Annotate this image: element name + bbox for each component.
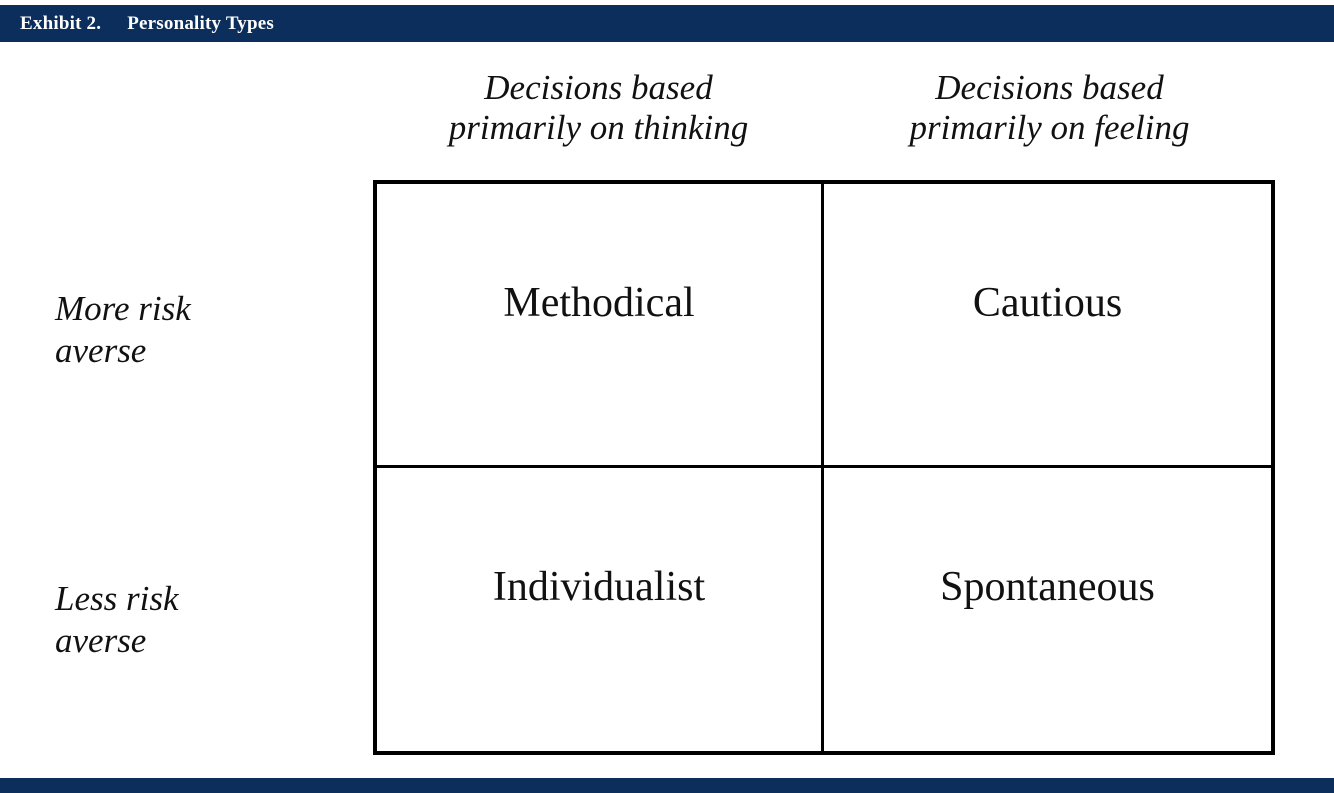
personality-matrix: Methodical Cautious Individualist Sponta… — [373, 180, 1275, 755]
row-header-more-risk-averse: More risk averse — [55, 288, 365, 372]
matrix-cell-methodical-label: Methodical — [503, 280, 695, 326]
column-header-thinking-line1: Decisions based — [484, 68, 713, 107]
matrix-cell-individualist: Individualist — [377, 467, 824, 751]
exhibit-banner-content: Exhibit 2. Personality Types — [0, 13, 274, 35]
matrix-cell-cautious: Cautious — [824, 184, 1271, 468]
column-header-feeling-line2: primarily on feeling — [909, 108, 1190, 148]
column-header-feeling: Decisions based primarily on feeling — [824, 68, 1275, 176]
matrix-cell-spontaneous: Spontaneous — [824, 468, 1271, 752]
column-header-thinking: Decisions based primarily on thinking — [373, 68, 824, 176]
column-header-feeling-line1: Decisions based — [935, 68, 1164, 107]
column-header-thinking-line2: primarily on thinking — [448, 108, 749, 148]
matrix-cell-individualist-label: Individualist — [492, 563, 706, 610]
row-header-more-risk-averse-line2: averse — [55, 331, 147, 370]
footer-rule — [0, 778, 1334, 793]
exhibit-title: Personality Types — [127, 12, 274, 34]
row-header-more-risk-averse-line1: More risk — [55, 289, 191, 328]
exhibit-banner: Exhibit 2. Personality Types — [0, 5, 1334, 42]
matrix-cell-methodical: Methodical — [377, 184, 824, 468]
matrix-cell-spontaneous-label: Spontaneous — [940, 563, 1155, 610]
row-header-less-risk-averse: Less risk averse — [55, 578, 365, 662]
matrix-cell-cautious-label: Cautious — [972, 280, 1123, 326]
row-header-less-risk-averse-line2: averse — [55, 621, 147, 660]
exhibit-number-label: Exhibit 2. — [20, 12, 102, 34]
row-header-less-risk-averse-line1: Less risk — [55, 579, 179, 618]
